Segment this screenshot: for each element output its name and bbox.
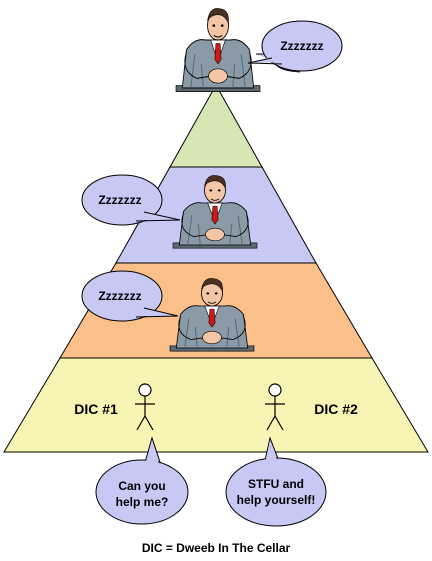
caption: DIC = Dweeb In The Cellar [141,541,291,555]
speech-bubble-middle-manager: Zzzzzzz [81,174,181,226]
pyramid-tier-base [3,357,429,453]
pyramid-tier-top [169,83,263,168]
dic1-label: DIC #1 [74,401,118,417]
speech-text-dic2-line2: help yourself! [237,493,316,507]
speech-text-top-manager: Zzzzzzz [280,39,323,53]
speech-text-lower-manager: Zzzzzzz [98,289,141,303]
speech-bubble-top-manager: Zzzzzzz [247,20,343,73]
speech-text-middle-manager: Zzzzzzz [98,193,141,207]
speech-text-dic1-line2: help me? [116,495,169,509]
businessman-icon [175,7,261,93]
speech-text-dic1-line1: Can you [118,479,165,493]
speech-text-dic2-line1: STFU and [248,477,304,491]
speech-bubble-lower-manager: Zzzzzzz [81,270,179,322]
dic2-label: DIC #2 [314,401,358,417]
speech-bubble-dic1: Can you help me? [95,436,189,525]
speech-bubble-dic2: STFU and help yourself! [225,436,327,527]
